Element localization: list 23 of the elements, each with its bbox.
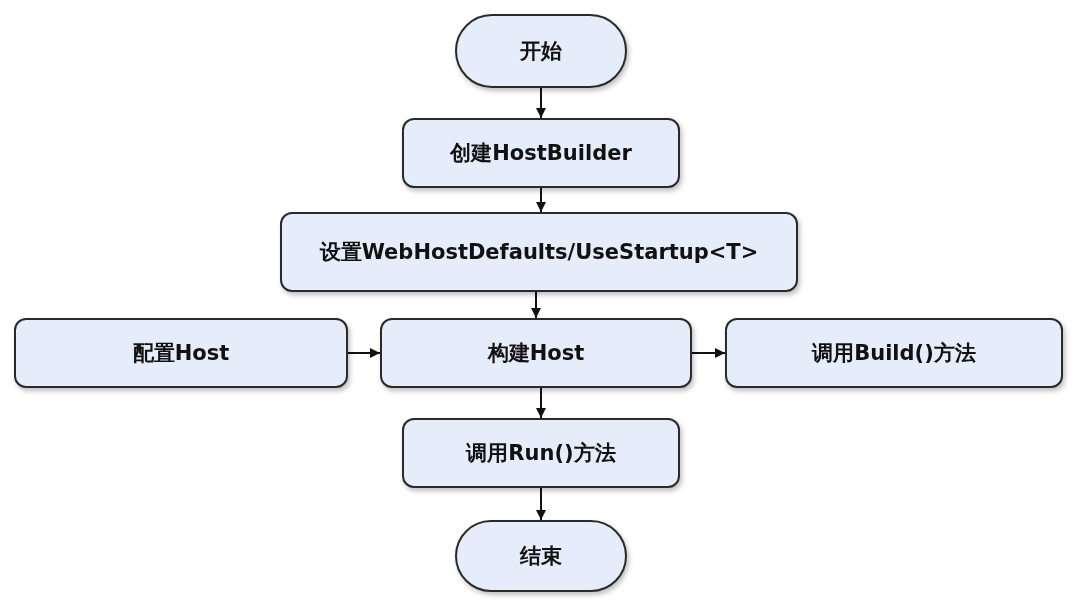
process-box bbox=[14, 318, 348, 388]
box-label: 调用Build()方法 bbox=[812, 340, 976, 367]
arrow bbox=[536, 87, 546, 119]
box-label: 配置Host bbox=[132, 340, 230, 367]
process-box bbox=[280, 212, 798, 292]
box-label: 开始 bbox=[520, 38, 562, 65]
terminal-pill bbox=[455, 14, 627, 88]
box-label: 设置WebHostDefaults/UseStartup<T> bbox=[319, 239, 759, 266]
box-label: 创建HostBuilder bbox=[450, 140, 632, 167]
arrow bbox=[536, 387, 546, 419]
terminal-pill bbox=[455, 520, 627, 592]
box-label: 调用Run()方法 bbox=[466, 440, 616, 467]
box-label: 构建Host bbox=[487, 340, 585, 367]
box-label: 结束 bbox=[520, 543, 562, 570]
process-box bbox=[402, 418, 680, 488]
arrow bbox=[691, 348, 726, 358]
process-box bbox=[725, 318, 1063, 388]
arrow bbox=[536, 187, 546, 213]
arrow bbox=[531, 291, 541, 319]
process-box bbox=[380, 318, 692, 388]
arrow bbox=[347, 348, 381, 358]
arrow bbox=[536, 487, 546, 521]
process-box bbox=[402, 118, 680, 188]
